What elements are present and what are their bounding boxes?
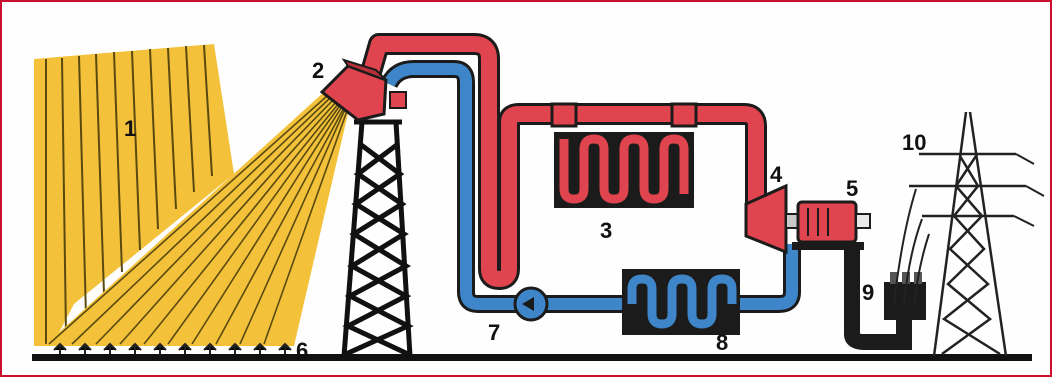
label-turbine: 4 [770, 162, 783, 187]
circulation-pump [513, 286, 549, 322]
solar-receiver [319, 58, 407, 122]
label-transformer: 9 [862, 280, 874, 305]
ground-line [32, 354, 1032, 361]
hot-fluid-pipe [358, 33, 767, 290]
label-condenser: 8 [716, 330, 728, 355]
solar-power-plant-diagram: 1 2 3 4 5 6 7 8 9 10 [32, 33, 1045, 363]
label-generator: 5 [846, 176, 858, 201]
mirror-row [53, 342, 292, 354]
label-receiver: 2 [312, 58, 324, 83]
heat-storage-tank [554, 132, 694, 208]
condenser-tank [622, 269, 740, 335]
heliostat-field [34, 44, 234, 346]
power-cable [844, 250, 912, 350]
label-heliostat-field: 1 [124, 116, 136, 141]
transmission-tower [893, 111, 1045, 357]
steam-turbine [744, 183, 799, 255]
receiver-tower [341, 119, 414, 357]
label-mirrors: 6 [296, 338, 308, 363]
cold-fluid-pipe [380, 60, 801, 313]
label-power-line: 10 [902, 130, 926, 155]
label-pump: 7 [488, 320, 500, 345]
label-heat-storage: 3 [600, 218, 612, 243]
reflected-sunbeams [44, 92, 349, 346]
electric-generator [792, 200, 871, 250]
